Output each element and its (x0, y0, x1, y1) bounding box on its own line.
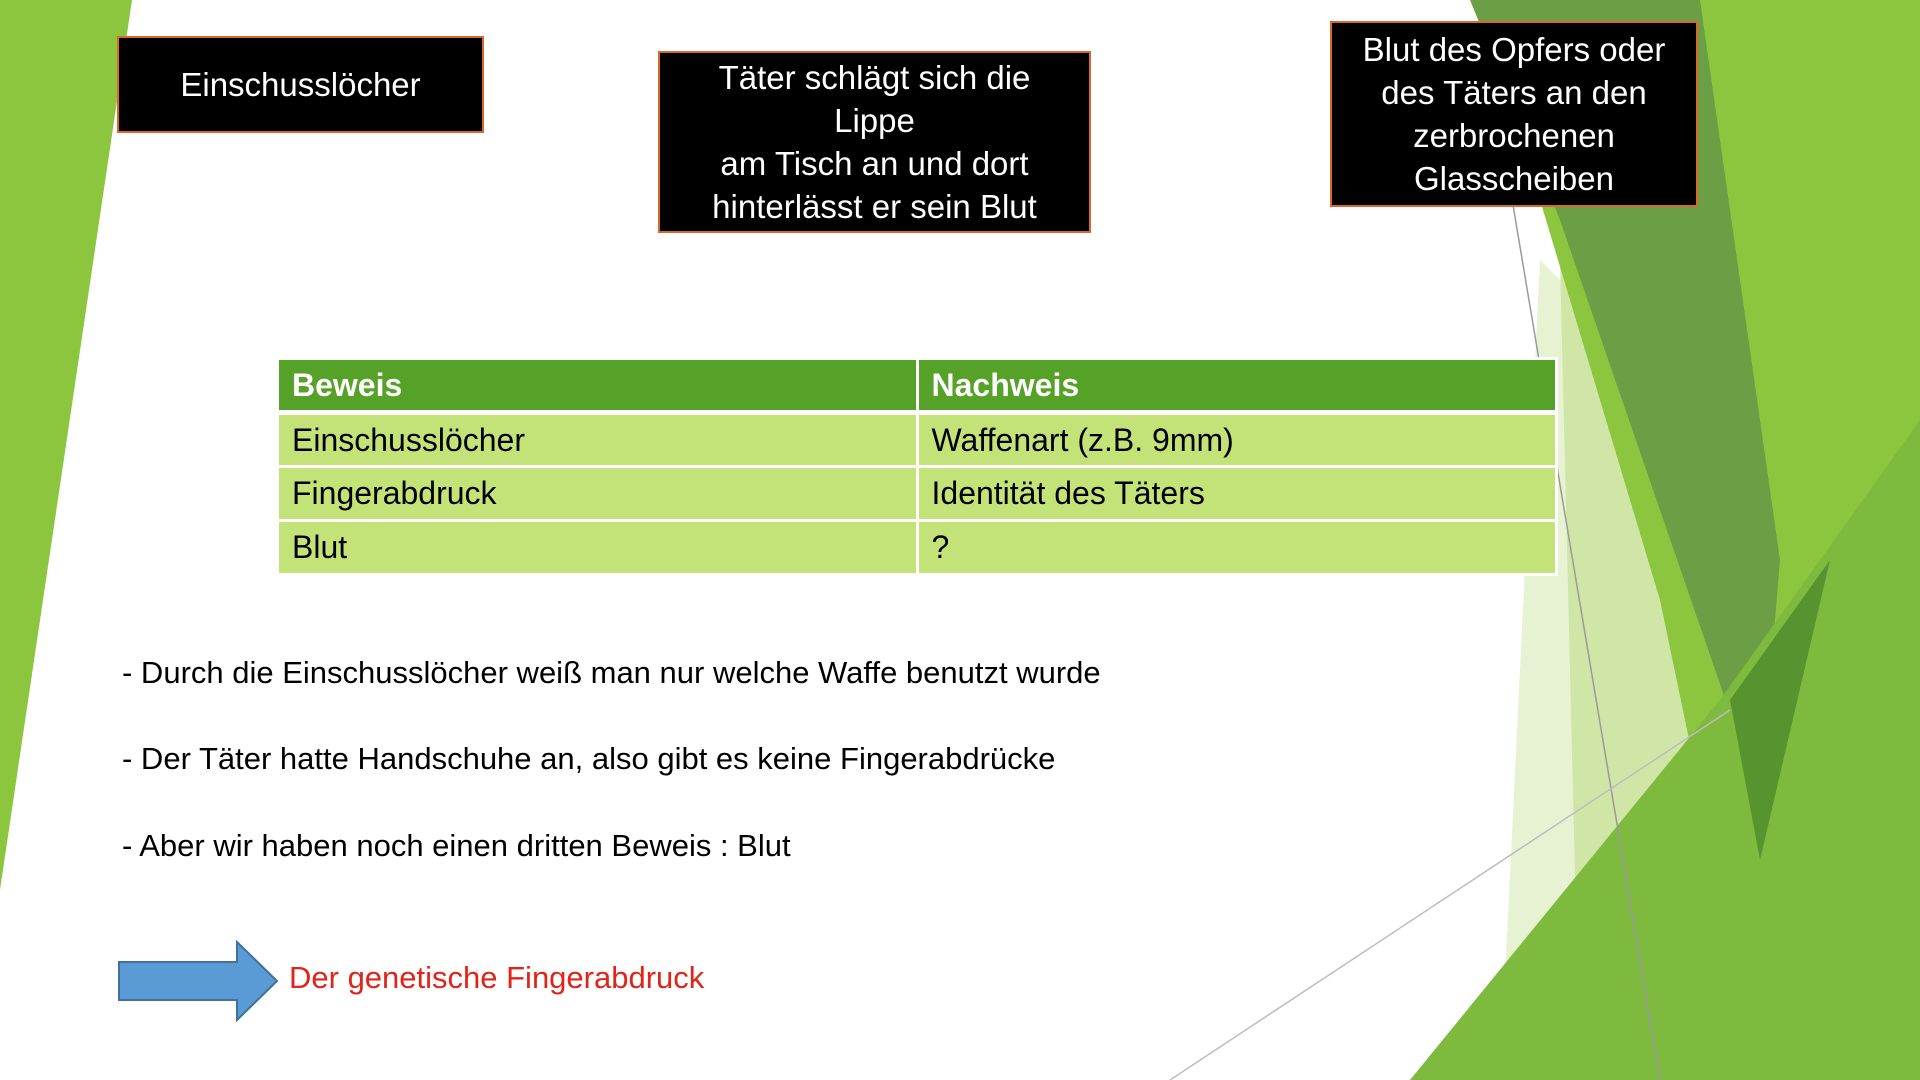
evidence-note-lip-line: hinterlässt er sein Blut (712, 188, 1037, 225)
table-cell: Fingerabdruck (276, 465, 919, 522)
table-cell: Identität des Täters (915, 465, 1558, 522)
table-cell: Waffenart (z.B. 9mm) (915, 411, 1558, 468)
right-shape-bottom-dark (1730, 560, 1830, 860)
table-row: Blut ? (276, 519, 1558, 576)
evidence-note-lip-line: am Tisch an und dort (720, 145, 1029, 182)
evidence-table: Beweis Nachweis Einschusslöcher Waffenar… (276, 357, 1558, 576)
thin-line-1 (1512, 204, 1661, 1080)
table-cell: Einschusslöcher (276, 411, 919, 468)
table-row: Einschusslöcher Waffenart (z.B. 9mm) (276, 411, 1558, 468)
conclusion-text: Der genetische Fingerabdruck (289, 960, 705, 995)
column-header-nachweis: Nachweis (915, 357, 1558, 415)
evidence-note-shots-text: Einschusslöcher (180, 66, 421, 103)
bullet-point: - Der Täter hatte Handschuhe an, also gi… (122, 741, 1056, 776)
bullet-point: - Durch die Einschusslöcher weiß man nur… (122, 655, 1101, 690)
table-cell: ? (915, 519, 1558, 576)
evidence-note-glass-line: des Täters an den (1381, 74, 1647, 111)
evidence-note-glass-line: zerbrochenen (1413, 117, 1615, 154)
right-shape-dark (1470, 0, 1780, 800)
table-header-row: Beweis Nachweis (276, 357, 1558, 415)
right-arrow-icon (118, 940, 279, 1022)
thin-line-2 (1169, 709, 1731, 1080)
evidence-note-lip: Täter schlägt sich die Lippe am Tisch an… (658, 51, 1091, 233)
evidence-note-glass: Blut des Opfers oder des Täters an den z… (1330, 21, 1698, 207)
evidence-note-glass-line: Blut des Opfers oder (1362, 31, 1666, 68)
evidence-note-shots: Einschusslöcher (117, 36, 484, 133)
bullet-point: - Aber wir haben noch einen dritten Bewe… (122, 828, 791, 863)
evidence-note-glass-line: Glasscheiben (1414, 160, 1614, 197)
evidence-note-lip-line: Täter schlägt sich die Lippe (718, 59, 1031, 139)
table-cell: Blut (276, 519, 919, 576)
column-header-beweis: Beweis (276, 357, 919, 415)
right-shape-bottom (1410, 420, 1920, 1080)
table-row: Fingerabdruck Identität des Täters (276, 465, 1558, 522)
left-green-shape (0, 0, 132, 890)
